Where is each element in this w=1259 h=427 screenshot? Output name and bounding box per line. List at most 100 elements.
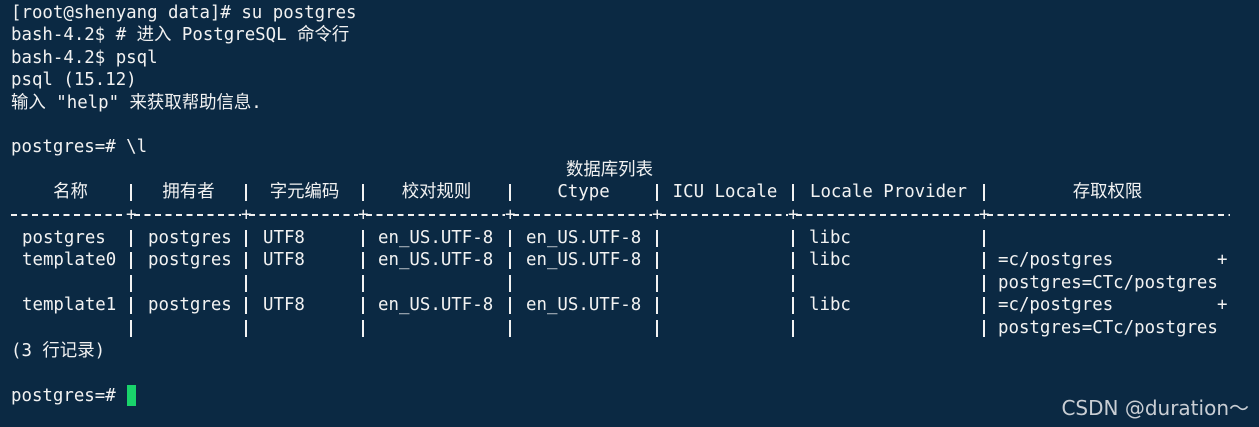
column-header: Ctype [557,182,610,202]
column-header: 存取权限 [1072,182,1143,202]
rule-junction: + [241,205,252,225]
table-cell: UTF8 [263,250,305,271]
table-cell: =c/postgres [998,295,1114,316]
column-separator [656,230,658,247]
table-cell: libc [809,250,851,271]
table-cell: en_US.UTF-8 [526,228,642,248]
column-header: 字元编码 [269,182,340,202]
column-separator [509,274,511,292]
column-separator [509,252,511,270]
watermark: CSDN @duration～ [1061,396,1249,420]
column-separator [130,274,132,292]
terminal-line: bash-4.2$ # 进入 PostgreSQL 命令行 [11,25,350,46]
rule-junction: + [979,205,990,225]
table-title: 数据库列表 [566,160,653,180]
column-header: 名称 [53,182,88,202]
rule-junction: + [788,205,799,225]
terminal-line: psql (15.12) [11,70,137,91]
column-separator [792,319,794,337]
table-cell: en_US.UTF-8 [526,295,642,316]
column-separator [130,230,132,247]
table-cell: UTF8 [263,295,305,316]
column-separator [362,319,364,337]
column-separator [245,319,247,337]
column-separator [362,230,364,247]
terminal-line: 输入 "help" 来获取帮助信息. [11,92,262,113]
column-separator [509,184,511,201]
column-separator [362,184,364,201]
column-separator [245,230,247,247]
column-separator [362,297,364,315]
column-separator [656,274,658,292]
rule-junction: + [126,205,137,225]
header-rule [11,214,126,216]
column-separator [656,252,658,270]
table-cell: UTF8 [263,228,305,248]
header-rule [249,214,358,216]
column-separator [983,230,985,247]
column-separator [509,297,511,315]
column-separator [656,319,658,337]
column-separator [792,252,794,270]
column-separator [362,274,364,292]
column-header: 拥有者 [162,182,215,202]
table-cell: libc [809,295,851,316]
column-separator [245,274,247,292]
table-cell: postgres [22,228,106,248]
table-cell: libc [809,228,851,248]
terminal-line: postgres=# \l [11,137,148,158]
column-header: Locale Provider [809,182,968,202]
column-separator [245,297,247,315]
continuation-mark: + [1217,250,1228,271]
rule-junction: + [652,205,663,225]
table-cell: template1 [22,295,117,316]
column-separator [130,184,132,201]
continuation-mark: + [1217,295,1228,316]
table-cell: postgres [148,295,232,316]
column-separator [509,319,511,337]
column-header: ICU Locale [672,182,778,202]
column-separator [362,252,364,270]
header-rule [987,214,1230,216]
table-cell: en_US.UTF-8 [378,228,494,248]
terminal-line: [root@shenyang data]# su postgres [11,3,357,23]
rule-junction: + [358,205,369,225]
column-separator [983,184,985,201]
header-rule [796,214,979,216]
table-cell: postgres [148,250,232,271]
column-separator [792,184,794,201]
column-separator [656,184,658,201]
column-separator [792,274,794,292]
column-separator [656,297,658,315]
table-cell: template0 [22,250,117,271]
header-rule [660,214,788,216]
prompt: postgres=# [11,386,127,406]
column-separator [509,230,511,247]
header-rule [134,214,241,216]
rule-junction: + [505,205,516,225]
table-cell: postgres=CTc/postgres [998,272,1218,293]
header-rule [366,214,505,216]
table-cell: postgres=CTc/postgres [998,317,1218,338]
column-separator [983,297,985,315]
column-separator [130,252,132,270]
terminal-cursor [127,385,136,406]
column-separator [130,319,132,337]
table-cell: =c/postgres [998,250,1114,271]
header-rule [513,214,652,216]
column-separator [245,184,247,201]
terminal-line: bash-4.2$ psql [11,47,158,68]
table-cell: en_US.UTF-8 [378,250,494,271]
column-separator [792,230,794,247]
table-cell: postgres [148,228,232,248]
table-cell: en_US.UTF-8 [378,295,494,316]
table-cell: en_US.UTF-8 [526,250,642,271]
column-separator [130,297,132,315]
column-separator [983,319,985,337]
column-separator [983,274,985,292]
column-separator [245,252,247,270]
row-count: (3 行记录) [11,341,106,361]
column-separator [792,297,794,315]
column-header: 校对规则 [401,182,472,202]
column-separator [983,252,985,270]
